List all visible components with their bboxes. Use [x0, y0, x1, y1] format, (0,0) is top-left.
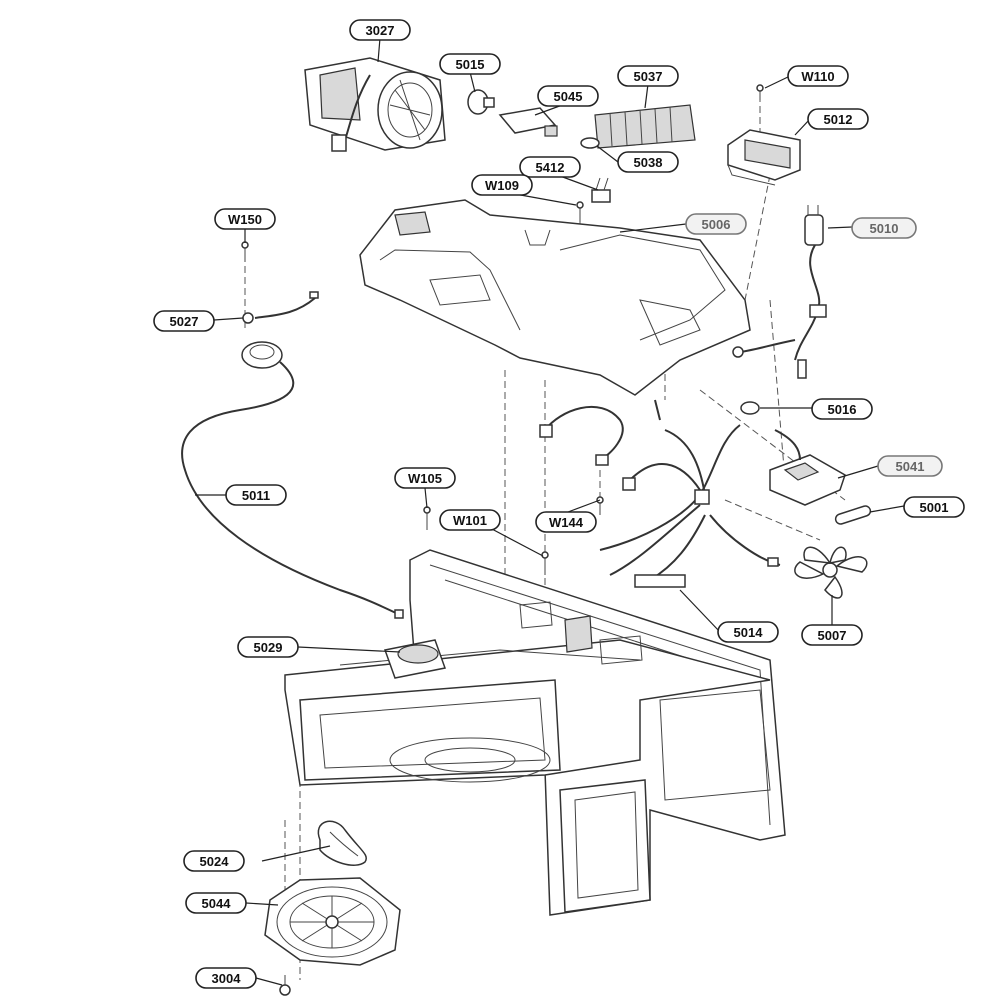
thermal-cutout-harness	[242, 291, 319, 324]
callout-text: 5038	[634, 155, 663, 170]
humidity-sensor	[241, 341, 283, 369]
callout-text: W150	[228, 212, 262, 227]
lamp-bulb	[467, 89, 495, 115]
callout-5007: 5007	[801, 624, 863, 646]
callout-text: 5011	[242, 488, 270, 503]
callout-w105: W105	[394, 467, 456, 489]
thermal-sensor	[591, 177, 611, 203]
callout-text: 3027	[366, 23, 395, 38]
callout-w101: W101	[439, 509, 501, 531]
callout-text: 5012	[824, 112, 853, 127]
callout-text: 5024	[200, 854, 230, 869]
screw-w144	[596, 496, 604, 515]
thermostat	[740, 401, 760, 415]
callout-text: 5044	[202, 896, 232, 911]
relay-module	[727, 129, 801, 186]
callout-text: 5015	[456, 57, 485, 72]
blower-fan-assembly	[304, 57, 446, 152]
callout-text: 5007	[818, 628, 847, 643]
callout-5044: 5044	[185, 892, 247, 914]
callout-5029: 5029	[237, 636, 299, 658]
fuse	[834, 505, 872, 525]
roller-coupler	[317, 820, 367, 866]
callout-5037: 5037	[617, 65, 679, 87]
stirrer-cover	[264, 877, 401, 966]
screw-w150	[241, 241, 249, 262]
control-board	[769, 429, 846, 506]
callout-text: 5006	[702, 217, 731, 232]
callout-text: 5045	[554, 89, 583, 104]
lamp-clip	[580, 137, 600, 149]
callout-5024: 5024	[183, 850, 245, 872]
callout-text: 3004	[212, 971, 242, 986]
callout-text: 5041	[896, 459, 925, 474]
sensor-cable	[181, 361, 404, 619]
callout-5001: 5001	[903, 496, 965, 518]
screw-3004	[279, 975, 291, 996]
callout-5011: 5011	[225, 484, 287, 506]
callout-w110: W110	[787, 65, 849, 87]
callout-5010: 5010	[851, 217, 917, 239]
callout-text: W109	[485, 178, 519, 193]
callout-5041: 5041	[877, 455, 943, 477]
screw-w110	[756, 84, 764, 100]
callout-text: W101	[453, 513, 487, 528]
callout-text: 5029	[254, 640, 283, 655]
callout-5015: 5015	[439, 53, 501, 75]
callout-text: 5014	[734, 625, 764, 640]
callout-text: 5027	[170, 314, 199, 329]
callout-w109: W109	[471, 174, 533, 196]
callout-5045: 5045	[537, 85, 599, 107]
magnetron	[384, 639, 446, 679]
callout-3004: 3004	[195, 967, 257, 989]
callout-5014: 5014	[717, 621, 779, 643]
callout-text: 5010	[870, 221, 899, 236]
callout-text: 5016	[828, 402, 857, 417]
callout-text: 5037	[634, 69, 663, 84]
callout-5412: 5412	[519, 156, 581, 178]
grease-filter	[594, 104, 696, 149]
callout-w150: W150	[214, 208, 276, 230]
screw-w105	[423, 506, 431, 530]
callout-text: W144	[549, 515, 584, 530]
callout-text: 5001	[920, 500, 949, 515]
power-cord	[732, 205, 827, 379]
base-plate	[359, 199, 751, 396]
callout-text: W105	[408, 471, 442, 486]
callout-3027: 3027	[349, 19, 411, 41]
callout-w144: W144	[535, 511, 597, 533]
callout-5006: 5006	[685, 213, 747, 235]
screw-w101	[541, 551, 549, 575]
screw-w109	[576, 201, 584, 222]
callout-text: W110	[801, 69, 834, 84]
callout-5038: 5038	[617, 151, 679, 173]
callout-5012: 5012	[807, 108, 869, 130]
lamp-socket	[498, 107, 558, 137]
wire-harness	[539, 399, 781, 588]
callout-5027: 5027	[153, 310, 215, 332]
callout-5016: 5016	[811, 398, 873, 420]
callout-text: 5412	[536, 160, 565, 175]
fan-blade	[794, 546, 868, 599]
callout-labels: 3027 5015 5045 5037 W110 5012 5038 5412	[153, 19, 965, 989]
